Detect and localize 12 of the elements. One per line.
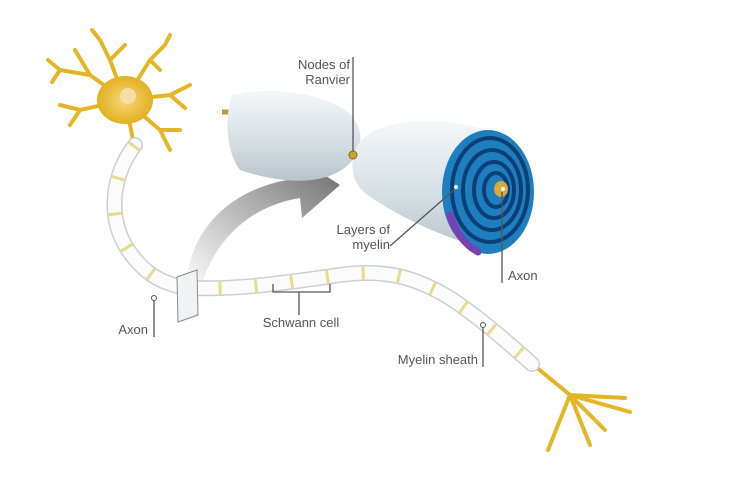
callout-label: Nodes of Ranvier (296, 57, 350, 87)
callout-label: Axon (117, 322, 148, 337)
callout-label: Myelin sheath (396, 352, 478, 367)
leader-line (501, 192, 503, 283)
callout-label: Layers of myelin (336, 222, 390, 252)
callout-label: Schwann cell (262, 315, 340, 330)
callout-label: Axon (508, 268, 539, 283)
leader-line (480, 322, 486, 367)
leader-line (352, 57, 354, 151)
leader-line (298, 292, 300, 315)
leader-line (151, 295, 157, 337)
leader-line (390, 188, 456, 246)
